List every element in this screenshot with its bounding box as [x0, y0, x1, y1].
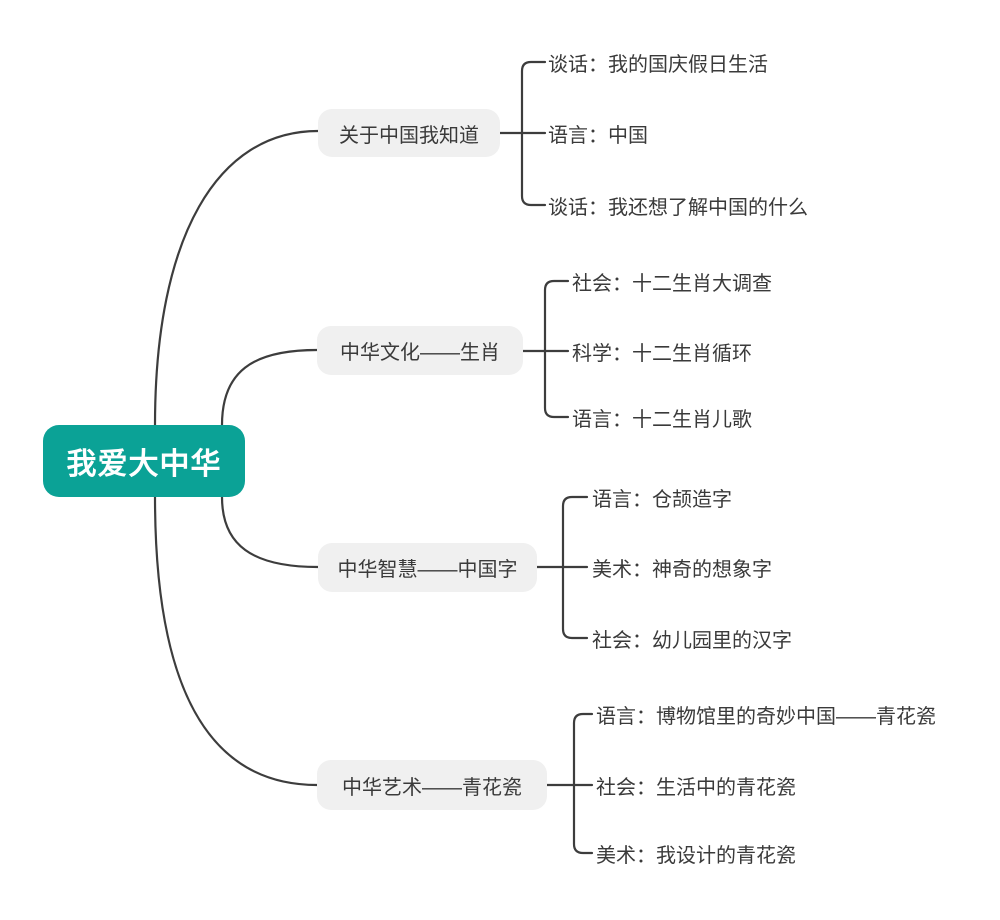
bracket-branch-4 [572, 712, 594, 855]
leaf-node-4-3[interactable]: 美术：我设计的青花瓷 [596, 844, 796, 867]
bracket-branch-1 [520, 60, 547, 207]
leaf-node-4-1[interactable]: 语言：博物馆里的奇妙中国——青花瓷 [596, 705, 936, 728]
branch-node-3[interactable]: 中华智慧——中国字 [318, 543, 537, 592]
leaf-node-2-2[interactable]: 科学：十二生肖循环 [572, 342, 752, 365]
leaf-node-4-2[interactable]: 社会：生活中的青花瓷 [596, 776, 796, 799]
bracket-branch-3 [561, 495, 589, 640]
leaf-node-1-1[interactable]: 谈话：我的国庆假日生活 [548, 53, 768, 76]
curve-root-to-branch-2 [220, 348, 319, 427]
leaf-node-2-1[interactable]: 社会：十二生肖大调查 [572, 272, 772, 295]
curve-root-to-branch-4 [153, 495, 319, 787]
branch-node-4[interactable]: 中华艺术——青花瓷 [317, 760, 547, 810]
root-node[interactable]: 我爱大中华 [43, 425, 245, 497]
leaf-node-1-3[interactable]: 谈话：我还想了解中国的什么 [548, 196, 808, 219]
leaf-node-2-3[interactable]: 语言：十二生肖儿歌 [572, 408, 752, 431]
bracket-branch-2 [543, 279, 570, 419]
leaf-node-3-3[interactable]: 社会：幼儿园里的汉字 [592, 629, 792, 652]
leaf-node-3-1[interactable]: 语言：仓颉造字 [592, 488, 732, 511]
curve-root-to-branch-3 [220, 495, 320, 569]
leaf-node-1-2[interactable]: 语言：中国 [548, 124, 648, 147]
leaf-node-3-2[interactable]: 美术：神奇的想象字 [592, 558, 772, 581]
branch-node-1[interactable]: 关于中国我知道 [318, 109, 500, 157]
curve-root-to-branch-1 [153, 129, 320, 427]
branch-node-2[interactable]: 中华文化——生肖 [317, 326, 523, 375]
